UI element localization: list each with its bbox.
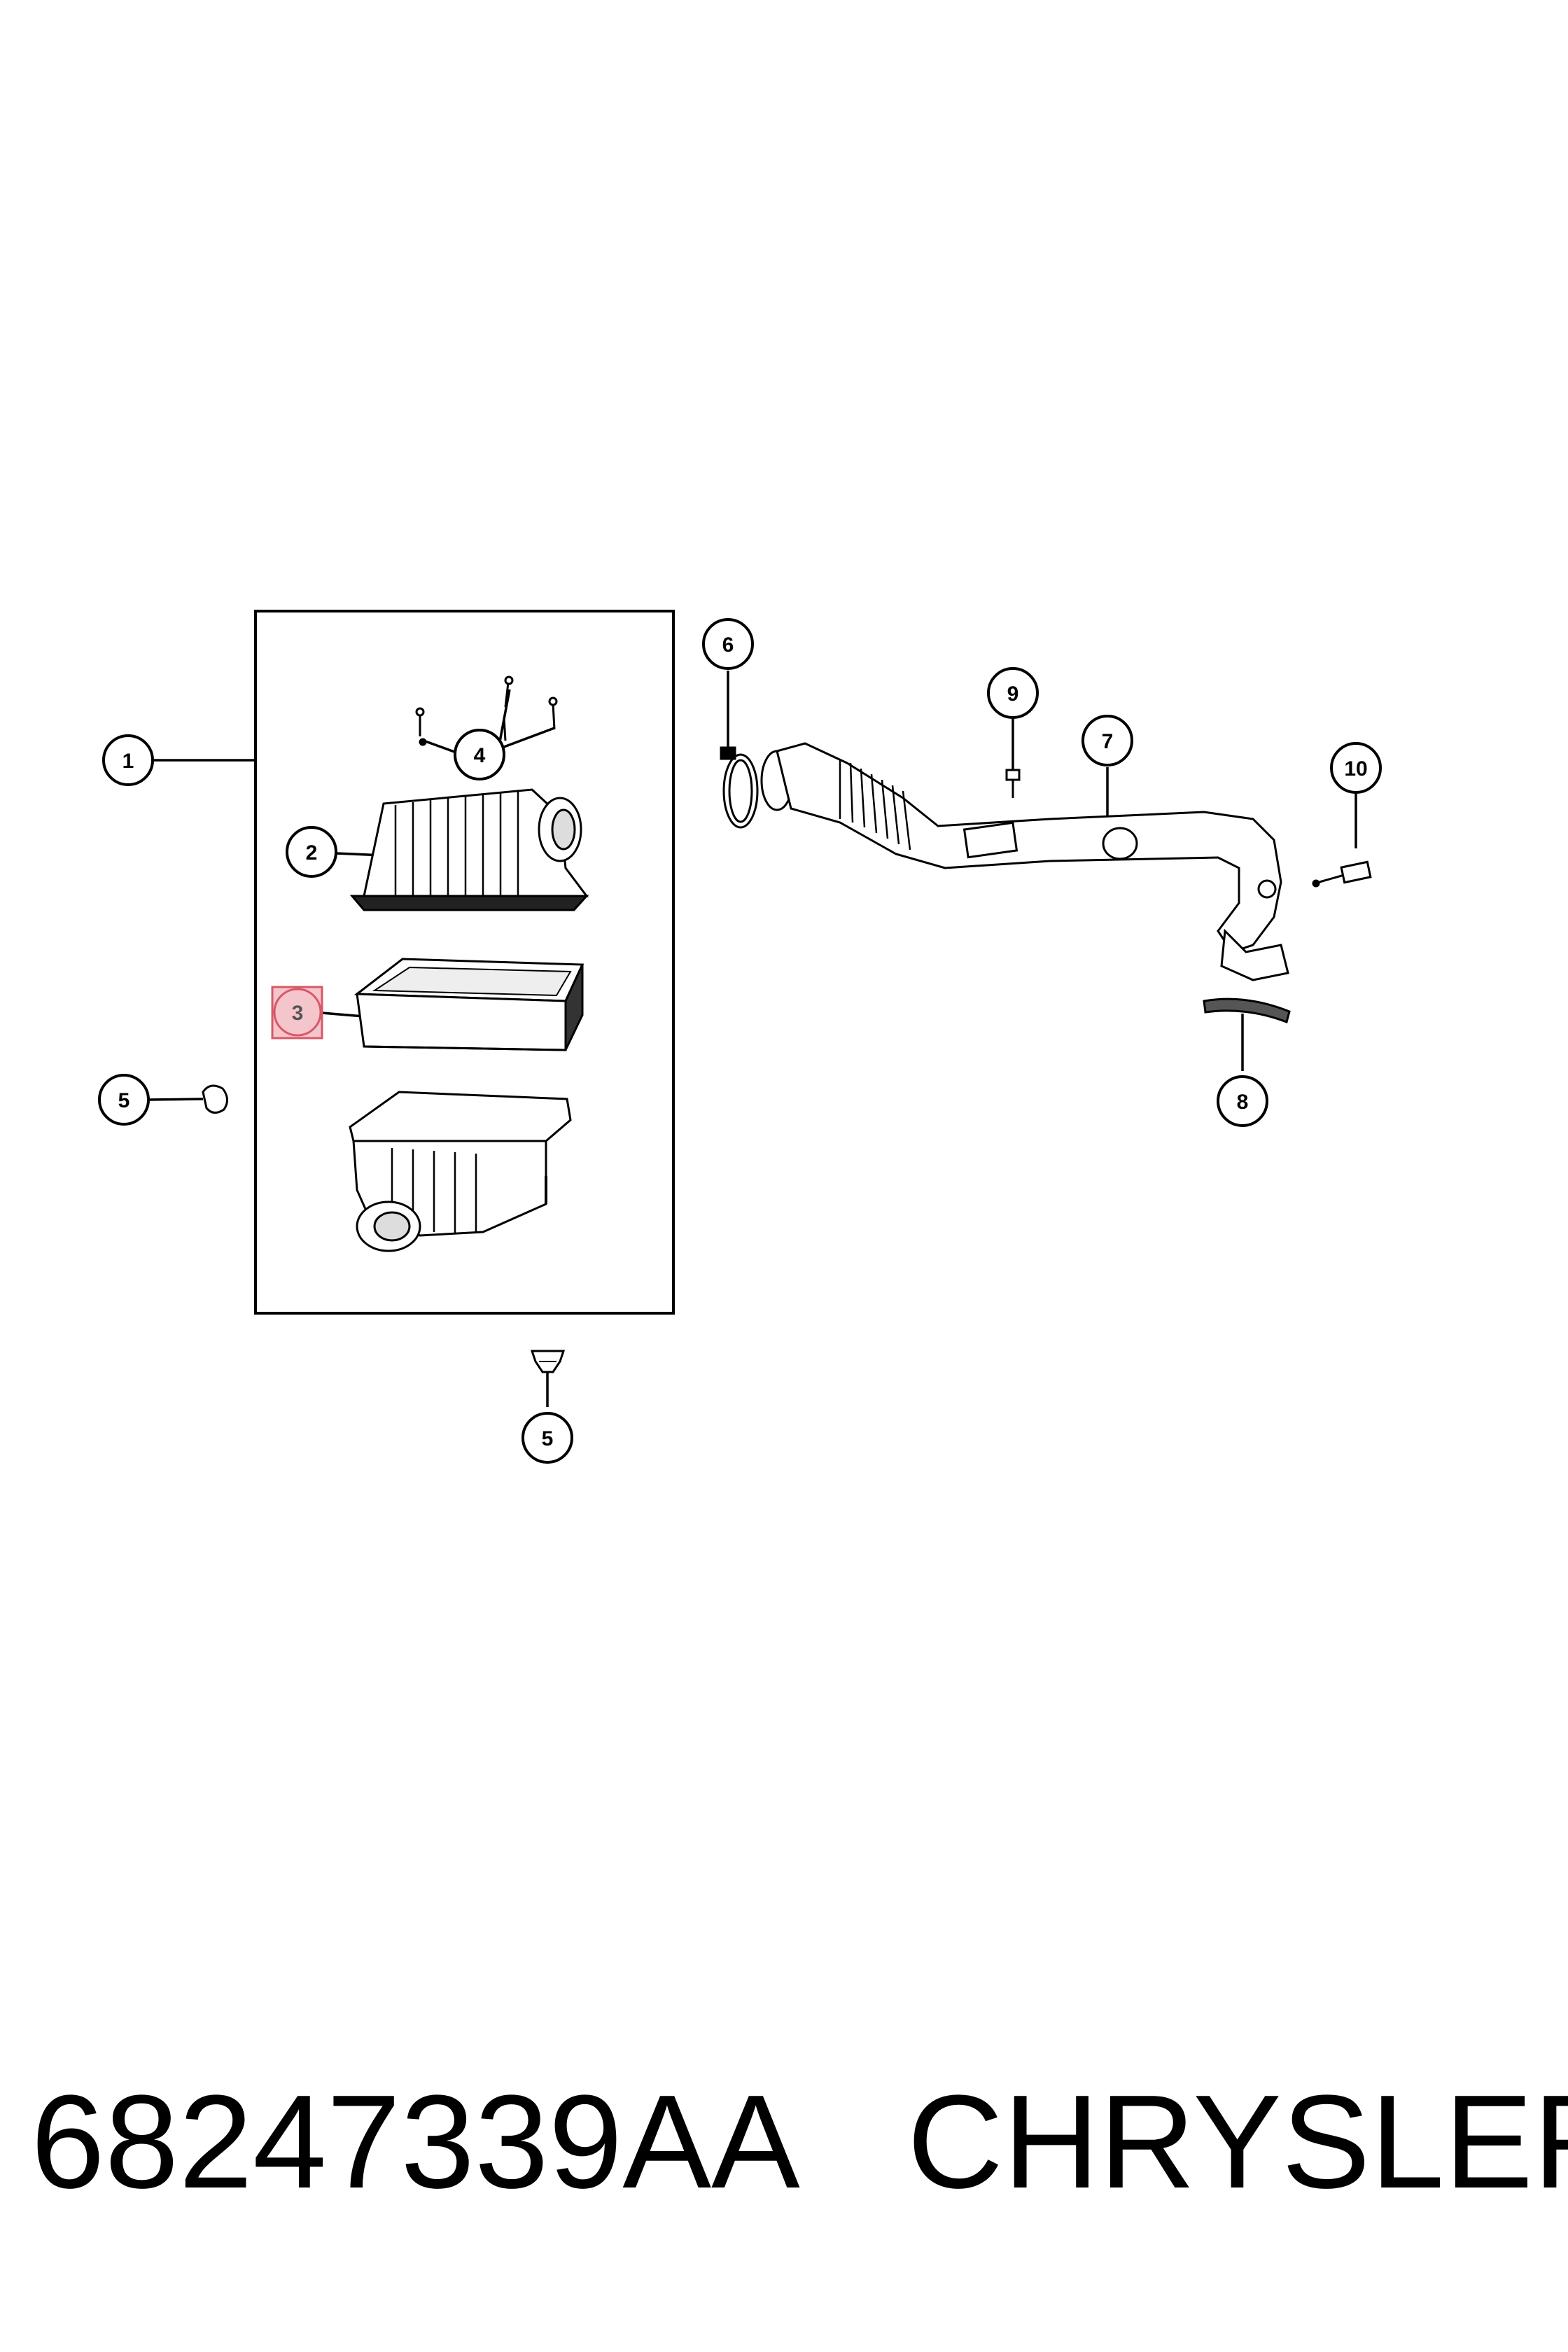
callout-10[interactable]: 10 [1330,742,1382,794]
callout-7-label: 7 [1102,730,1114,753]
callout-5-bottom-label: 5 [542,1427,554,1450]
callout-3-label: 3 [292,1002,304,1025]
callout-8[interactable]: 8 [1217,1075,1268,1127]
callout-5-left[interactable]: 5 [98,1074,150,1126]
footer: 68247339AA CHRYSLER [0,2058,1568,2226]
callout-2[interactable]: 2 [286,826,337,878]
air-box-cover [349,788,589,911]
part-number: 68247339AA [31,2068,800,2216]
callout-6[interactable]: 6 [702,618,754,670]
bolt [1005,769,1021,798]
sensor [1312,860,1372,888]
callout-5-bottom[interactable]: 5 [522,1412,573,1464]
callout-1-label: 1 [122,750,134,773]
leader-lines [148,671,1357,1407]
callout-1[interactable]: 1 [102,734,154,786]
intake-tube [760,742,1289,981]
screws [415,676,558,746]
tube-seal [1203,997,1291,1023]
grommet-left [202,1084,228,1114]
callout-4-label: 4 [474,744,486,767]
air-cleaner-assembly-frame [254,610,675,1315]
callout-8-label: 8 [1237,1091,1249,1114]
air-filter-element [354,958,584,1051]
callout-9-label: 9 [1007,682,1019,706]
brand-name: CHRYSLER [907,2068,1568,2216]
air-box-base [349,1091,572,1252]
callout-6-label: 6 [722,634,734,657]
callout-7[interactable]: 7 [1082,715,1133,766]
callout-5-left-label: 5 [118,1089,130,1112]
hose-clamp [720,746,759,829]
callout-3-highlighted[interactable]: 3 [271,986,323,1040]
callout-9[interactable]: 9 [987,667,1039,719]
callout-2-label: 2 [306,841,318,864]
grommet-bottom [530,1350,566,1373]
callout-10-label: 10 [1344,757,1367,780]
callout-4[interactable]: 4 [454,729,505,780]
